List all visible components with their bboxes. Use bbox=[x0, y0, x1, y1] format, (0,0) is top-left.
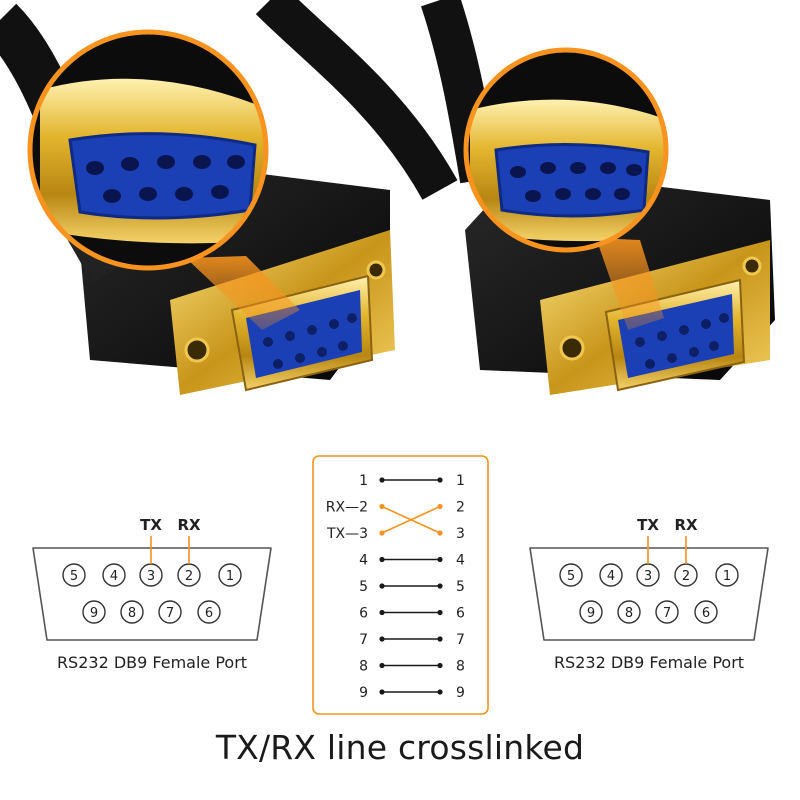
wire-end-left-8 bbox=[379, 662, 385, 669]
product-photo bbox=[0, 0, 775, 395]
right-pin-9 bbox=[579, 600, 603, 624]
right-pin-label-3: 3 bbox=[644, 569, 652, 584]
zoom-beam-right bbox=[596, 238, 664, 330]
wire-end-left-7 bbox=[379, 636, 385, 642]
left-rx-label: RX bbox=[177, 516, 201, 534]
left-pin-label-3: 3 bbox=[147, 569, 155, 584]
right-tx-label: TX bbox=[637, 516, 659, 534]
wire-right-label-2: 2 bbox=[456, 500, 465, 516]
right-port-caption: RS232 DB9 Female Port bbox=[554, 653, 744, 672]
wire-end-right-5 bbox=[437, 583, 443, 589]
right-pin-8 bbox=[617, 600, 641, 624]
left-pin-label-5: 5 bbox=[70, 569, 78, 584]
left-pin-label-2: 2 bbox=[185, 569, 193, 584]
wire-right-label-5: 5 bbox=[456, 579, 465, 595]
wire-end-right-9 bbox=[437, 689, 443, 695]
wiring-diagram: 5 4 3 2 1 9 8 7 6 TX RX RS232 DB9 Female Port 5 4 3 2 1 9… bbox=[32, 455, 769, 715]
wire-end-left-9 bbox=[379, 689, 385, 695]
wire-left-label-7: 7 bbox=[359, 632, 368, 648]
right-rx-label: RX bbox=[674, 516, 698, 534]
left-pin-6 bbox=[197, 600, 221, 624]
wire-left-label-1: 1 bbox=[359, 473, 368, 489]
left-tx-label: TX bbox=[140, 516, 162, 534]
wire-end-right-8 bbox=[437, 662, 443, 669]
wire-left-label-6: 6 bbox=[359, 606, 368, 622]
right-pin-label-2: 2 bbox=[682, 569, 690, 584]
diagram-title: TX/RX line crosslinked bbox=[215, 728, 585, 767]
wire-left-label-9: 9 bbox=[359, 685, 368, 701]
right-pin-label-4: 4 bbox=[607, 569, 615, 584]
left-pin-label-8: 8 bbox=[128, 606, 136, 621]
left-pin-label-9: 9 bbox=[90, 606, 98, 621]
right-pin-label-5: 5 bbox=[567, 569, 575, 584]
wire-left-label-2: RX—2 bbox=[326, 500, 368, 516]
wire-right-label-1: 1 bbox=[456, 473, 465, 489]
zoom-beam-left bbox=[186, 256, 300, 330]
right-pin-4 bbox=[599, 563, 623, 587]
wire-right-label-7: 7 bbox=[456, 632, 465, 648]
cable-left-inner bbox=[255, 0, 458, 200]
left-pin-label-7: 7 bbox=[166, 606, 174, 621]
wire-end-left-4 bbox=[379, 556, 385, 563]
right-pin-5 bbox=[559, 563, 583, 587]
left-port-caption: RS232 DB9 Female Port bbox=[57, 653, 247, 672]
left-pin-label-4: 4 bbox=[110, 569, 118, 584]
wire-cross-tx-rx bbox=[381, 505, 441, 534]
right-pin-label-7: 7 bbox=[663, 606, 671, 621]
right-pin-label-6: 6 bbox=[702, 606, 710, 621]
wire-end-right-1 bbox=[437, 477, 443, 483]
left-pin-4 bbox=[102, 563, 126, 587]
right-pin-7 bbox=[655, 600, 679, 624]
wire-right-label-3: 3 bbox=[456, 526, 465, 542]
wire-end-right-7 bbox=[437, 636, 443, 642]
wire-right-label-4: 4 bbox=[456, 553, 465, 569]
left-pin-5 bbox=[62, 563, 86, 587]
wire-right-label-9: 9 bbox=[456, 685, 465, 701]
right-pin-6 bbox=[694, 600, 718, 624]
wire-left-label-8: 8 bbox=[359, 659, 368, 675]
right-pin-label-1: 1 bbox=[723, 569, 731, 584]
wire-right-label-6: 6 bbox=[456, 606, 465, 622]
left-pin-9 bbox=[82, 600, 106, 624]
wire-left-label-4: 4 bbox=[359, 553, 368, 569]
zoom-lens-left bbox=[27, 29, 269, 271]
wire-end-left-6 bbox=[379, 609, 385, 616]
wire-right-label-8: 8 bbox=[456, 659, 465, 675]
wire-end-left-5 bbox=[379, 583, 385, 589]
left-pin-8 bbox=[120, 600, 144, 624]
left-pin-7 bbox=[158, 600, 182, 624]
left-port-outline bbox=[32, 547, 272, 641]
right-pin-label-9: 9 bbox=[587, 606, 595, 621]
wire-end-right-6 bbox=[437, 609, 443, 616]
left-pin-label-1: 1 bbox=[226, 569, 234, 584]
wiring-box bbox=[312, 455, 489, 715]
left-pin-1 bbox=[218, 563, 242, 587]
right-pin-label-8: 8 bbox=[625, 606, 633, 621]
wire-left-label-3: TX—3 bbox=[326, 526, 368, 542]
left-pin-label-6: 6 bbox=[205, 606, 213, 621]
right-pin-1 bbox=[715, 563, 739, 587]
zoom-lens-right bbox=[463, 47, 669, 253]
wire-left-label-5: 5 bbox=[359, 579, 368, 595]
wire-end-left-1 bbox=[379, 477, 385, 483]
right-port-outline bbox=[529, 547, 769, 641]
wire-end-right-4 bbox=[437, 556, 443, 563]
